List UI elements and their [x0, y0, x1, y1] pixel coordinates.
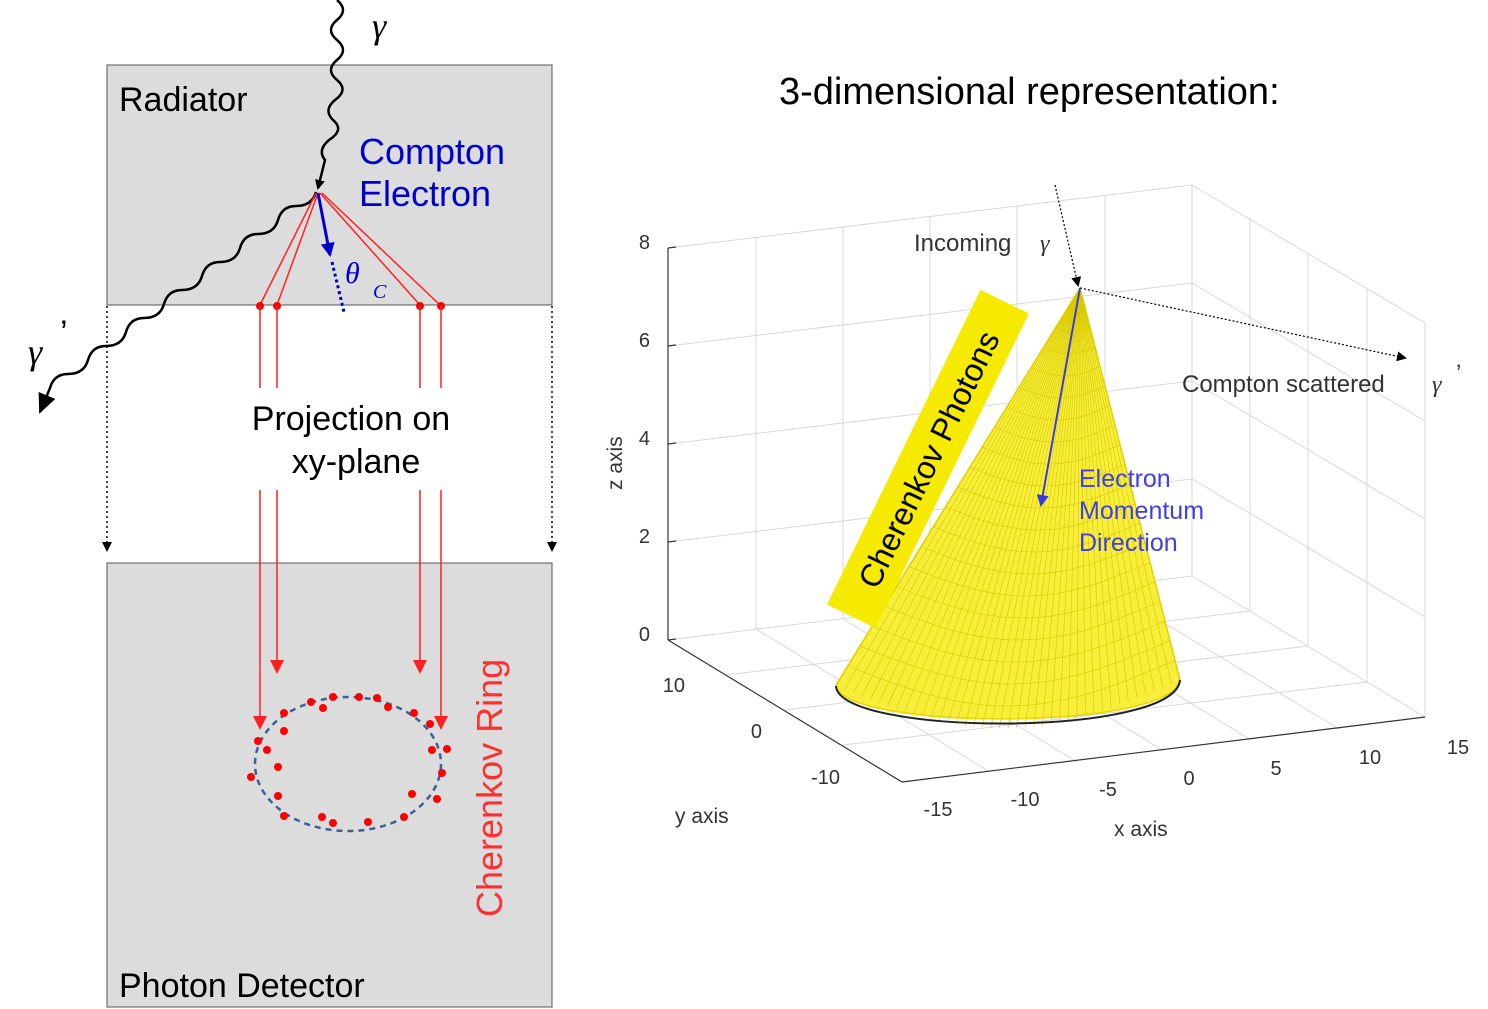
- projection-red-lines-upper: [259, 306, 442, 388]
- cone-mesh-ring: [1031, 366, 1101, 377]
- cone-mesh-ring: [945, 503, 1136, 531]
- y-tick-10: 10: [663, 675, 685, 697]
- cone-mesh-ring: [872, 620, 1166, 663]
- cone-mesh-ring: [896, 581, 1156, 619]
- scattered-gamma-3d-symbol: γ: [1432, 372, 1442, 398]
- photon-detector-label: Photon Detector: [119, 967, 365, 1005]
- compton-electron-label-line1: Compton: [359, 131, 505, 172]
- x-tick-0: 0: [1183, 768, 1194, 790]
- radiator-label: Radiator: [119, 81, 248, 119]
- y-tick-0: 0: [751, 721, 762, 743]
- y-tick-labels: 10 0 -10: [663, 675, 840, 789]
- outgoing-gamma-symbol: γ: [28, 332, 43, 372]
- cone-mesh-ring: [884, 601, 1161, 641]
- x-tick-5: 5: [1270, 758, 1281, 780]
- theta-symbol: θ: [345, 257, 360, 290]
- cherenkov-cone-lines: [259, 192, 441, 306]
- z-axis-label: z axis: [604, 436, 627, 490]
- projection-label-line2: xy-plane: [292, 443, 421, 481]
- z-tick-labels: 8 6 4 2 0: [639, 232, 650, 646]
- electron-label-line3: Direction: [1079, 529, 1178, 557]
- incoming-gamma-symbol: γ: [372, 6, 387, 46]
- scattered-gamma-3d-prime: ’: [1456, 360, 1461, 387]
- cone-mesh-ring: [909, 562, 1151, 597]
- z-tick-0: 0: [639, 624, 650, 646]
- cone-base-ellipse: [835, 679, 1181, 725]
- projection-label-line1: Projection on: [252, 400, 450, 438]
- x-tick-10: 10: [1359, 747, 1381, 769]
- z-tick-8: 8: [639, 232, 650, 254]
- scattered-gamma-3d-line: [1079, 287, 1407, 362]
- outgoing-gamma-prime: ’: [60, 314, 68, 352]
- incoming-gamma-3d-line: [1054, 184, 1082, 287]
- photon-detector-box: [106, 562, 553, 1008]
- incoming-label: Incoming: [914, 230, 1011, 257]
- y-tick-neg10: -10: [811, 767, 840, 789]
- x-tick-neg15: -15: [924, 799, 953, 821]
- electron-momentum-3d-arrow: [1036, 287, 1081, 507]
- cone-mesh-ring: [970, 464, 1126, 487]
- projection-red-arrows-lower: [253, 490, 448, 730]
- cone-mesh-ring: [994, 424, 1116, 443]
- x-tick-labels: -15 -10 -5 0 5 10 15: [924, 737, 1470, 821]
- outgoing-gamma-wave: [38, 191, 318, 414]
- title-3d: 3-dimensional representation:: [779, 71, 1280, 113]
- cone-mesh-ring: [860, 640, 1171, 685]
- incoming-gamma-3d-symbol: γ: [1040, 231, 1050, 257]
- z-tick-4: 4: [639, 428, 650, 450]
- cherenkov-ring-label: Cherenkov Ring: [469, 659, 510, 917]
- scattered-label: Compton scattered: [1182, 371, 1385, 398]
- x-axis-label: x axis: [1114, 818, 1168, 841]
- cherenkov-ring-hits: [247, 693, 451, 827]
- cherenkov-ring-ellipse: [253, 695, 443, 833]
- electron-direction-dotted: [330, 261, 346, 313]
- x-tick-neg5: -5: [1099, 779, 1117, 801]
- incoming-gamma-wave: [315, 0, 345, 190]
- electron-momentum-arrow: [316, 192, 335, 257]
- z-tick-2: 2: [639, 526, 650, 548]
- x-tick-neg10: -10: [1011, 789, 1040, 811]
- electron-label-line1: Electron: [1079, 465, 1171, 493]
- compton-electron-label-line2: Electron: [359, 173, 491, 214]
- y-axis-label: y axis: [675, 805, 729, 828]
- theta-subscript: C: [373, 281, 387, 303]
- z-axis-ticks: [667, 246, 677, 641]
- cherenkov-cone-3d: [835, 286, 1181, 729]
- cone-mesh-ring: [1006, 405, 1111, 421]
- cone-mesh-ring: [933, 522, 1141, 553]
- cone-mesh-ring: [848, 660, 1176, 707]
- z-tick-6: 6: [639, 330, 650, 352]
- x-tick-15: 15: [1447, 737, 1469, 759]
- cone-mesh-ring: [982, 444, 1121, 465]
- electron-label-line2: Momentum: [1079, 497, 1204, 525]
- cone-mesh-ring: [1043, 346, 1096, 355]
- cone-mesh-ring: [1018, 385, 1106, 399]
- cone-mesh-ring: [921, 542, 1146, 575]
- cone-mesh-ring: [957, 483, 1131, 509]
